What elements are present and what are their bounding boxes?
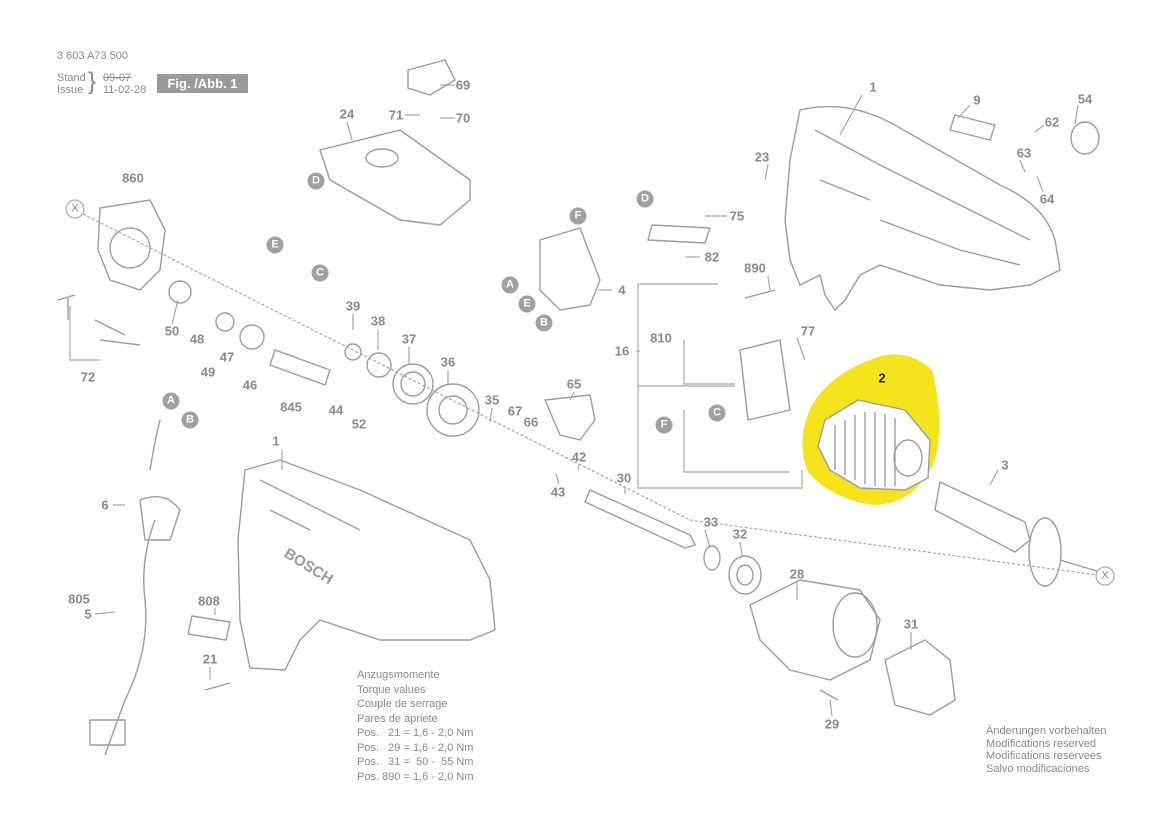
part-number-35: 35 (484, 392, 500, 408)
stand-date: 09-07 (103, 72, 132, 84)
issue-label: Issue (57, 84, 84, 96)
part-number-810: 810 (650, 330, 672, 346)
part-number-70: 70 (455, 110, 471, 126)
part-number-43: 43 (550, 484, 566, 500)
doc-number: 3 603 A73 500 (57, 50, 128, 62)
torque-values: Anzugsmomente Torque values Couple de se… (357, 668, 473, 784)
part-number-31: 31 (903, 616, 919, 632)
part-number-46: 46 (242, 377, 258, 393)
part-number-62: 62 (1044, 114, 1060, 130)
part-number-48: 48 (189, 331, 205, 347)
cut-mark-x: X (1095, 566, 1115, 586)
torque-title-es: Pares de apriete (357, 712, 438, 725)
connector-marker-f: F (655, 416, 673, 434)
connector-marker-b: B (535, 314, 553, 332)
torque-row: Pos. 890 = 1,6 - 2,0 Nm (357, 770, 474, 783)
connector-marker-e: E (266, 236, 284, 254)
issue-date: 11-02-28 (103, 84, 147, 96)
part-number-69: 69 (455, 77, 471, 93)
cut-mark-x: X (65, 199, 85, 219)
part-number-65: 65 (566, 376, 582, 392)
part-number-64: 64 (1039, 191, 1055, 207)
modifications-notice: Änderungen vorbehalten Modifications res… (986, 725, 1106, 775)
stand-label: Stand (57, 72, 86, 84)
connector-marker-c: C (708, 404, 726, 422)
part-number-6: 6 (101, 497, 109, 513)
connector-marker-a: A (501, 276, 519, 294)
part-number-49: 49 (200, 364, 216, 380)
part-number-16: 16 (614, 343, 630, 359)
part-number-36: 36 (440, 354, 456, 370)
torque-title-en: Torque values (357, 683, 426, 696)
part-number-38: 38 (370, 313, 386, 329)
modifications-fr: Modifications reservees (986, 750, 1102, 762)
part-number-1: 1 (272, 433, 280, 449)
part-number-845: 845 (280, 399, 302, 415)
part-number-3: 3 (1001, 457, 1009, 473)
part-number-67: 67 (507, 403, 523, 419)
torque-row: Pos. 29 = 1,6 - 2,0 Nm (357, 741, 474, 754)
connector-marker-c: C (311, 264, 329, 282)
connector-marker-d: D (636, 190, 654, 208)
part-number-47: 47 (219, 349, 235, 365)
part-number-808: 808 (198, 593, 220, 609)
part-number-23: 23 (754, 149, 770, 165)
part-number-33: 33 (703, 514, 719, 530)
part-number-63: 63 (1016, 145, 1032, 161)
part-number-28: 28 (789, 566, 805, 582)
part-number-24: 24 (339, 106, 355, 122)
part-number-71: 71 (388, 107, 404, 123)
part-number-54: 54 (1077, 91, 1093, 107)
torque-title-de: Anzugsmomente (357, 669, 440, 681)
part-number-32: 32 (732, 526, 748, 542)
part-number-42: 42 (571, 449, 587, 465)
part-number-72: 72 (80, 369, 96, 385)
part-number-66: 66 (523, 414, 539, 430)
part-number-75: 75 (729, 208, 745, 224)
part-number-39: 39 (345, 298, 361, 314)
part-number-77: 77 (800, 323, 816, 339)
part-number-860: 860 (122, 170, 144, 186)
modifications-es: Salvo modificaciones (986, 762, 1090, 775)
torque-title-fr: Couple de serrage (357, 698, 448, 710)
torque-row: Pos. 31 = 50 - 55 Nm (357, 756, 474, 768)
connector-marker-a: A (162, 392, 180, 410)
brace-mark: } (88, 68, 97, 95)
part-number-82: 82 (704, 249, 720, 265)
part-number-9: 9 (973, 92, 981, 108)
part-number-29: 29 (824, 716, 840, 732)
part-number-30: 30 (616, 470, 632, 486)
part-number-52: 52 (351, 416, 367, 432)
part-number-890: 890 (744, 260, 766, 276)
connector-marker-b: B (181, 411, 199, 429)
torque-row: Pos. 21 = 1,6 - 2,0 Nm (357, 727, 474, 739)
modifications-de: Änderungen vorbehalten (986, 725, 1107, 737)
modifications-en: Modifications reserved (986, 737, 1097, 750)
part-number-50: 50 (164, 323, 180, 339)
connector-marker-f: F (569, 207, 587, 225)
part-number-4: 4 (618, 282, 626, 298)
part-number-805: 805 (68, 591, 90, 607)
part-number-5: 5 (84, 606, 92, 622)
part-number-2: 2 (878, 370, 886, 386)
part-number-21: 21 (202, 651, 218, 667)
connector-marker-e: E (518, 295, 536, 313)
connector-marker-d: D (307, 172, 325, 190)
part-number-44: 44 (328, 402, 344, 418)
part-number-37: 37 (401, 331, 417, 347)
figure-label: Fig. /Abb. 1 (157, 74, 248, 93)
part-number-1: 1 (869, 79, 877, 95)
